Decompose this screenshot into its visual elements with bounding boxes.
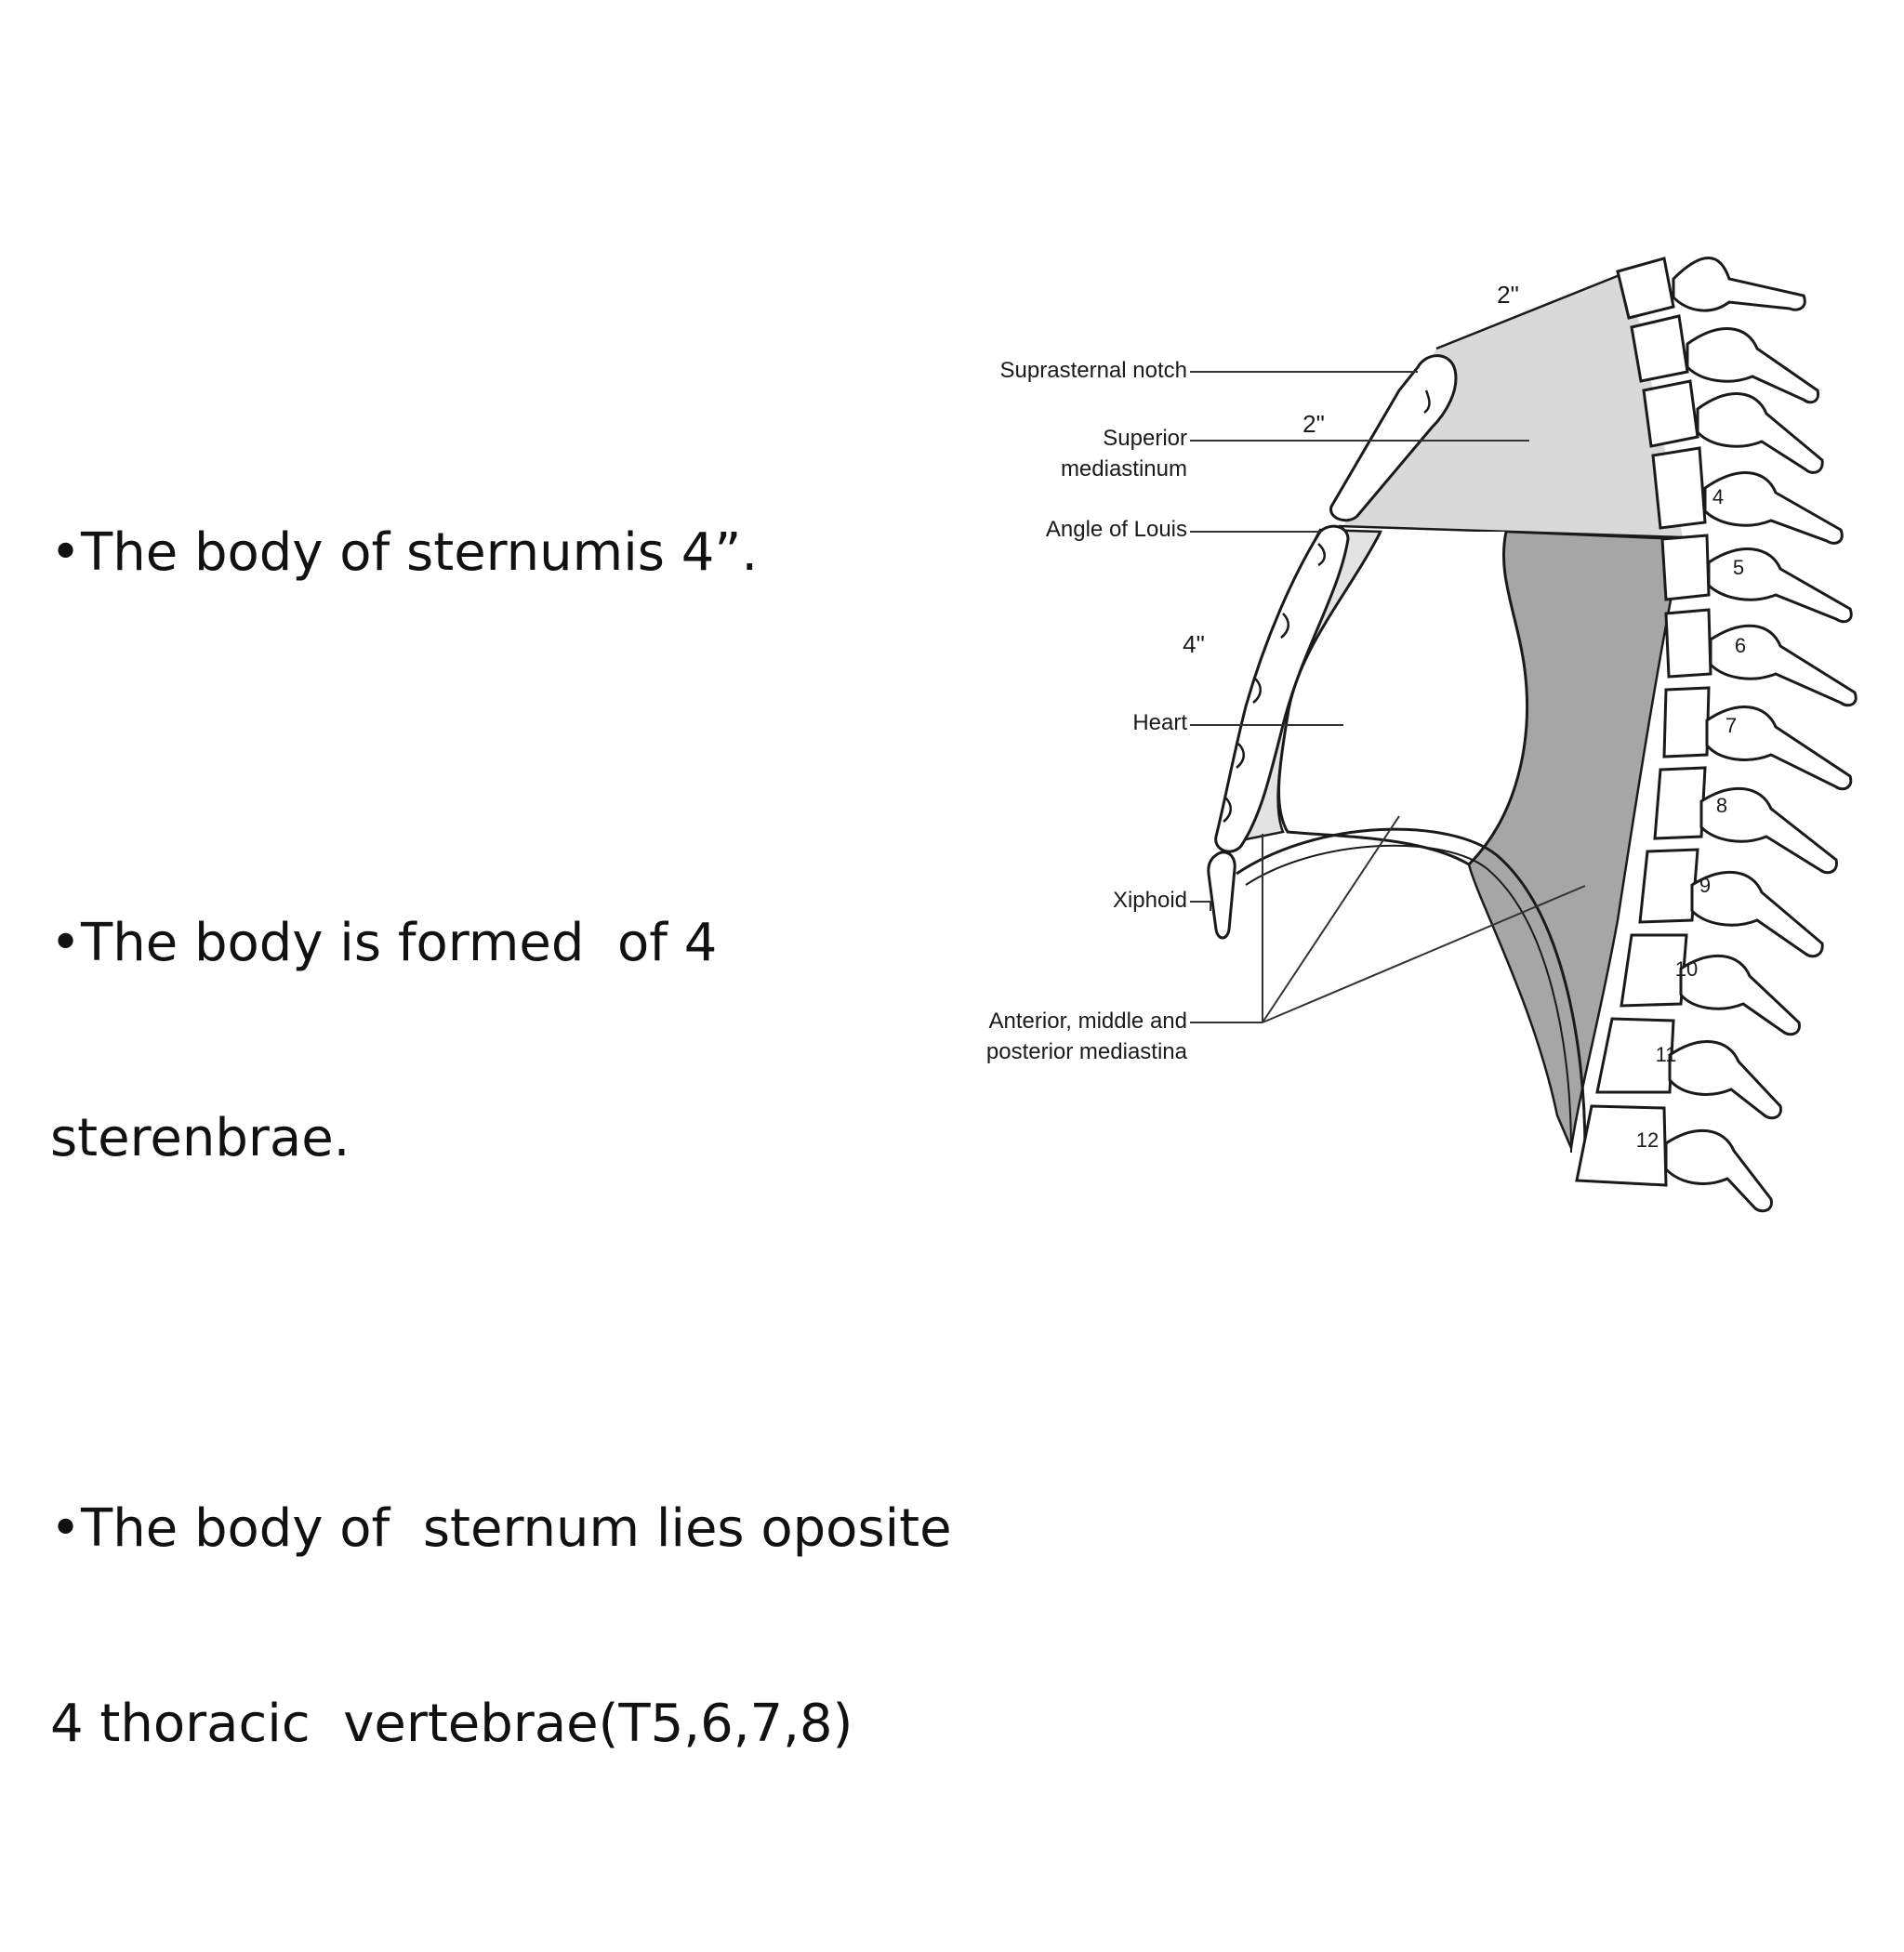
label-angle-of-louis: Angle of Louis: [1046, 517, 1187, 542]
vertebra-number-5: 5: [1733, 556, 1744, 579]
sternebra-joint-4: [1223, 797, 1232, 823]
label-suprasternal-notch: Suprasternal notch: [1000, 358, 1187, 383]
spinous-process-2: [1686, 327, 1820, 404]
vertebral-column: 4 5 6 7 8 9 10 11 12: [1575, 257, 1858, 1213]
diaphragm-curve-inner: [1245, 844, 1572, 1154]
label-heart: Heart: [1132, 710, 1187, 735]
label-xiphoid: Xiphoid: [1113, 888, 1187, 913]
bullet-3-line-2: 4 thoracic vertebrae(T5,6,7,8): [50, 1694, 853, 1754]
spinous-process-1: [1672, 257, 1806, 312]
bullet-2-line-2: sterenbrae.: [50, 1108, 350, 1168]
vertebra-body-t8: [1653, 766, 1707, 840]
vertebra-number-6: 6: [1735, 634, 1746, 657]
vertebra-body-t10: [1620, 933, 1688, 1008]
manubrium: [1329, 354, 1458, 522]
sternum-body: [1214, 524, 1350, 853]
measurement-body: 4": [1183, 630, 1205, 658]
xiphoid-bone: [1207, 851, 1236, 940]
vertebra-body-t5: [1660, 534, 1711, 601]
bullet-2-line-1: •The body is formed of 4: [50, 913, 718, 973]
leader-amp-middle: [1262, 815, 1400, 1023]
vertebra-body-t1: [1616, 257, 1675, 320]
label-amp-1: Anterior, middle and: [989, 1009, 1187, 1034]
vertebra-number-8: 8: [1716, 794, 1727, 817]
vertebra-body-t7: [1662, 686, 1711, 758]
vertebra-number-11: 11: [1656, 1043, 1677, 1066]
leader-amp-posterior: [1262, 885, 1586, 1023]
angle-of-louis-joint: [1317, 543, 1326, 567]
sternebra-joint-3: [1236, 743, 1245, 769]
vertebra-number-12: 12: [1636, 1128, 1659, 1152]
bullet-item-3: •The body of sternum lies oposite 4 thor…: [50, 1366, 961, 1887]
spinous-process-5: [1707, 547, 1853, 624]
bullet-item-1: •The body of sternumis 4”.: [50, 390, 961, 716]
spinous-process-7: [1705, 706, 1853, 791]
measurement-upper: 2": [1302, 410, 1325, 438]
vertebra-body-t12: [1575, 1104, 1668, 1187]
leader-xiphoid: [1190, 901, 1211, 911]
vertebra-body-t6: [1664, 608, 1712, 679]
thorax-diagram: 4 5 6 7 8 9 10 11 12 Suprasternal notch …: [986, 257, 1858, 1213]
diaphragm-curve: [1236, 827, 1587, 1154]
vertebra-number-4: 4: [1712, 485, 1724, 508]
spinous-process-4: [1703, 471, 1844, 545]
measurement-top: 2": [1497, 281, 1519, 309]
vertebra-body-t3: [1642, 379, 1699, 448]
vertebra-body-t2: [1630, 314, 1689, 383]
bullet-1-line-1: •The body of sternumis 4”.: [50, 522, 759, 583]
vertebra-number-10: 10: [1675, 957, 1698, 981]
label-superior-mediastinum-1: Superior: [1103, 426, 1187, 451]
spinous-process-9: [1690, 870, 1824, 958]
spinous-process-10: [1679, 954, 1801, 1036]
vertebra-body-t11: [1595, 1017, 1675, 1094]
vertebra-number-7: 7: [1726, 714, 1737, 737]
sternebra-joint-1: [1280, 613, 1289, 639]
bullet-item-2: •The body is formed of 4 sterenbrae.: [50, 781, 961, 1301]
spinous-process-12: [1664, 1128, 1773, 1213]
vertebra-body-t9: [1638, 848, 1699, 924]
spinous-process-8: [1699, 786, 1838, 875]
superior-mediastinum-region: [1343, 271, 1683, 537]
bullet-3-line-1: •The body of sternum lies oposite: [50, 1498, 952, 1559]
manubrium-notch: [1423, 389, 1431, 414]
sternebra-joint-2: [1252, 678, 1262, 704]
spinous-process-3: [1696, 392, 1824, 474]
superior-boundary-line: [1435, 270, 1630, 350]
vertebra-body-t4: [1651, 446, 1707, 530]
spinous-process-6: [1709, 624, 1858, 707]
label-superior-mediastinum-2: mediastinum: [1061, 456, 1187, 481]
spinous-process-11: [1668, 1040, 1782, 1120]
label-amp-2: posterior mediastina: [986, 1039, 1188, 1064]
vertebra-number-9: 9: [1699, 874, 1711, 897]
